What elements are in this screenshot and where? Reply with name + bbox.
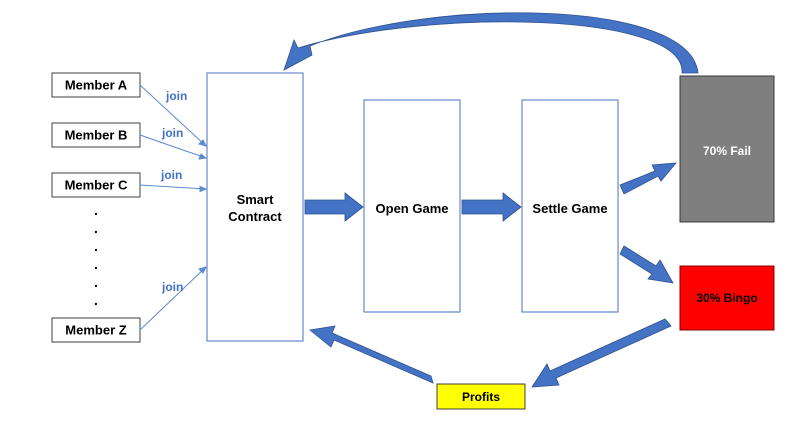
ellipsis-dot: .	[94, 202, 98, 218]
member-b-node: Member B	[51, 122, 141, 148]
join-label-z: join	[161, 280, 183, 294]
ellipsis-dot: .	[94, 220, 98, 236]
member-c-label: Member C	[65, 178, 128, 193]
join-line-z	[139, 266, 207, 331]
fail-label: 70% Fail	[703, 144, 751, 158]
arrow-bingo-to-profits	[531, 318, 672, 388]
join-line-c	[139, 184, 207, 190]
fail-node: 70% Fail	[679, 75, 775, 223]
profits-node: Profits	[436, 383, 526, 410]
member-ellipsis: . . . . . .	[94, 202, 98, 308]
settle-game-node: Settle Game	[521, 99, 619, 313]
member-a-node: Member A	[51, 72, 141, 98]
member-a-label: Member A	[65, 78, 128, 93]
join-label-b: join	[161, 126, 183, 140]
join-label-a: join	[165, 89, 187, 103]
ellipsis-dot: .	[94, 238, 98, 254]
join-line-a	[139, 84, 207, 147]
join-line-b	[139, 134, 207, 159]
open-game-label: Open Game	[376, 201, 449, 216]
arrow-open-to-settle	[461, 192, 522, 222]
ellipsis-dot: .	[94, 274, 98, 290]
arrow-settle-to-fail	[619, 162, 677, 195]
smart-contract-label-line2: Contract	[228, 209, 282, 224]
arrow-settle-to-bingo	[619, 245, 674, 284]
ellipsis-dot: .	[94, 292, 98, 308]
ellipsis-dot: .	[94, 256, 98, 272]
join-arrowhead-z	[198, 266, 207, 274]
arrow-contract-to-open	[304, 192, 364, 222]
smart-contract-node: Smart Contract	[206, 72, 304, 342]
join-arrowhead-b	[198, 153, 208, 160]
bingo-label: 30% Bingo	[696, 291, 757, 305]
settle-game-label: Settle Game	[532, 201, 607, 216]
member-z-node: Member Z	[51, 317, 141, 343]
join-arrowhead-c	[199, 185, 208, 193]
smart-contract-label-line1: Smart	[237, 192, 275, 207]
arrow-profits-to-contract	[309, 325, 434, 384]
join-arrowhead-a	[198, 139, 207, 147]
arrow-fail-to-contract-curved	[283, 12, 699, 74]
member-z-label: Member Z	[65, 323, 126, 338]
profits-label: Profits	[462, 390, 500, 404]
open-game-node: Open Game	[363, 99, 461, 313]
member-c-node: Member C	[51, 172, 141, 198]
join-label-c: join	[160, 168, 182, 182]
member-b-label: Member B	[65, 128, 128, 143]
bingo-node: 30% Bingo	[679, 265, 775, 331]
join-connectors	[139, 84, 208, 331]
